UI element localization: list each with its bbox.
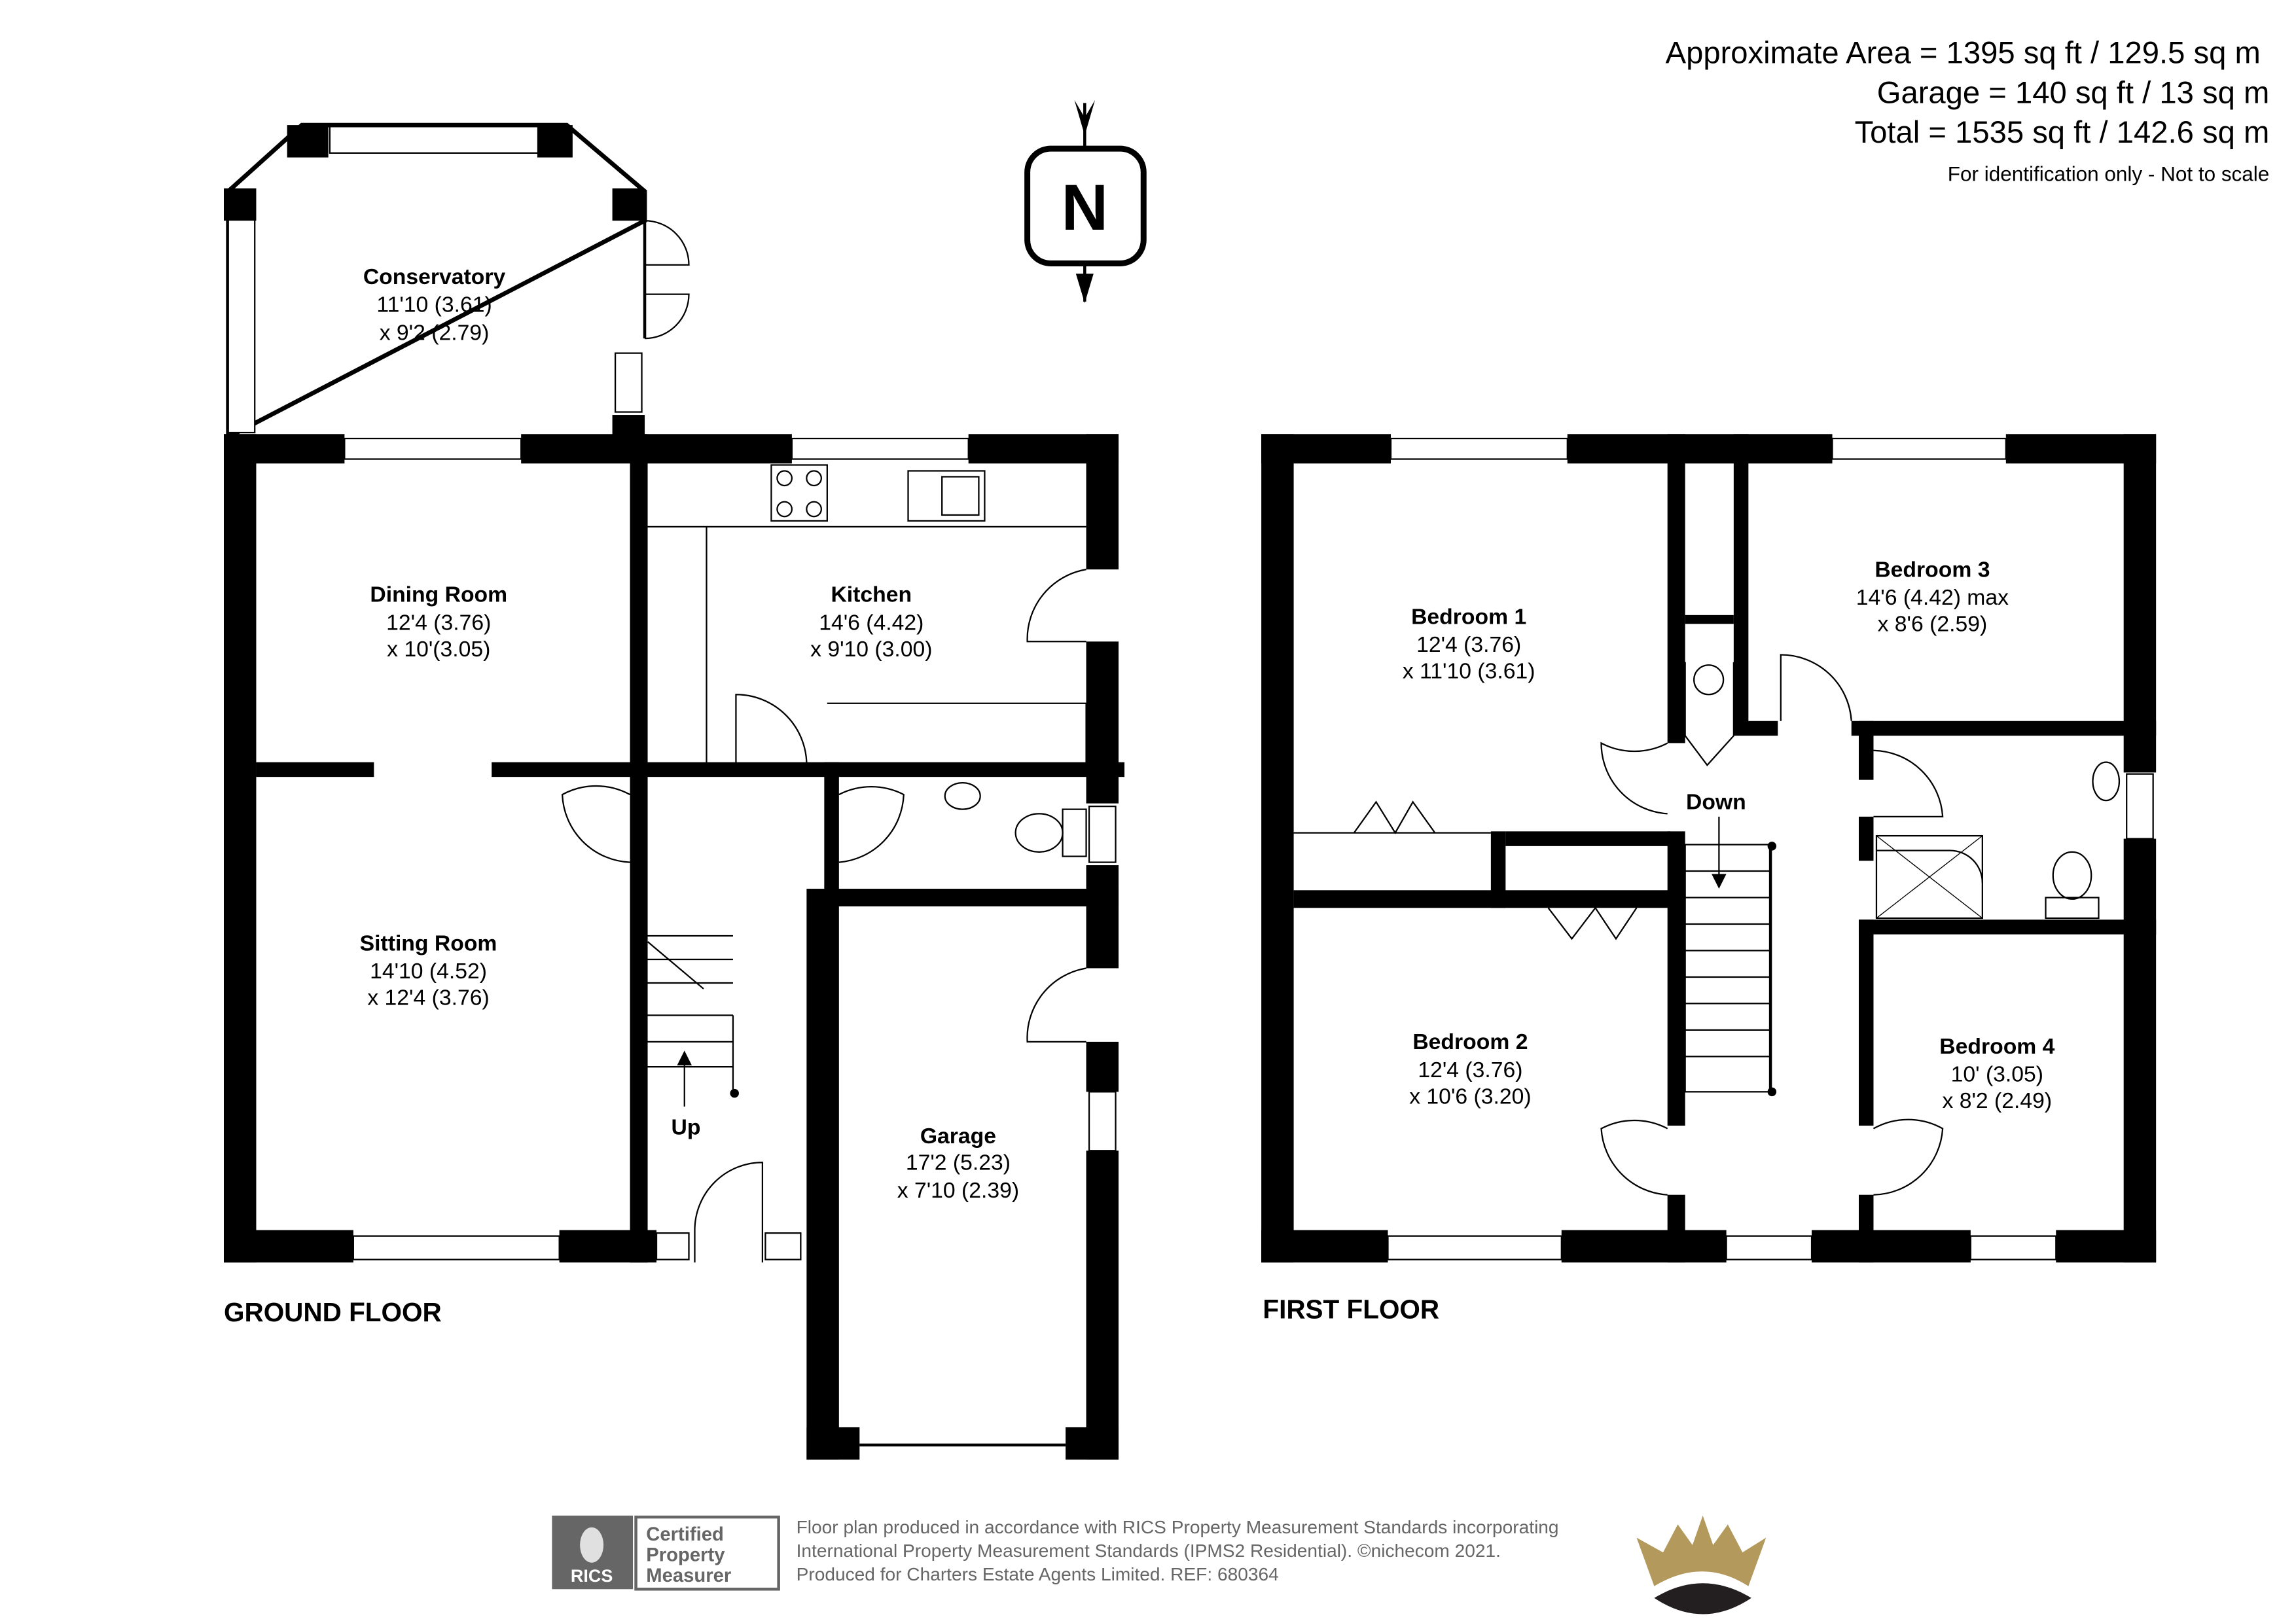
first-floor-title: FIRST FLOOR xyxy=(1263,1294,1439,1325)
room-dim: x 10'6 (3.20) xyxy=(1409,1084,1531,1109)
badge-line: Certified xyxy=(646,1524,724,1545)
footer-line-1: Floor plan produced in accordance with R… xyxy=(797,1517,1559,1537)
room-dim: x 9'10 (3.00) xyxy=(810,637,932,662)
area-summary: Approximate Area = 1395 sq ft / 129.5 sq… xyxy=(1666,36,2270,186)
footer-line-2: International Property Measurement Stand… xyxy=(797,1541,1501,1561)
garage-area: Garage = 140 sq ft / 13 sq m xyxy=(1877,75,2270,110)
room-name-bedroom-2: Bedroom 2 xyxy=(1412,1029,1528,1054)
rics-lion-icon xyxy=(580,1527,604,1563)
footer-line-3: Produced for Charters Estate Agents Limi… xyxy=(797,1564,1279,1584)
rics-logo-text: RICS xyxy=(571,1566,613,1586)
disclaimer: For identification only - Not to scale xyxy=(1948,163,2269,186)
stairs-up-icon xyxy=(645,935,739,1107)
crown-logo-icon xyxy=(1636,1515,1767,1614)
total-area: Total = 1535 sq ft / 142.6 sq m xyxy=(1855,115,2270,150)
stairs-down-label: Down xyxy=(1686,790,1746,815)
ground-floor-plan: Conservatory 11'10 (3.61) x 9'2 (2.79) D… xyxy=(223,122,1125,1460)
room-name-dining-room: Dining Room xyxy=(370,582,507,607)
room-dim: x 8'6 (2.59) xyxy=(1878,612,1988,637)
sink-icon xyxy=(907,470,986,522)
first-floor-plan: Bedroom 1 12'4 (3.76) x 11'10 (3.61) Bed… xyxy=(1261,434,2157,1325)
room-dim: x 8'2 (2.49) xyxy=(1943,1088,2053,1113)
compass-letter: N xyxy=(1062,171,1108,243)
conservatory-walls xyxy=(223,122,690,441)
room-dim: 14'6 (4.42) xyxy=(819,610,924,635)
room-name-garage: Garage xyxy=(920,1124,996,1149)
wc-fittings-icon xyxy=(944,782,1087,857)
room-name-conservatory: Conservatory xyxy=(363,264,506,289)
room-dim: 12'4 (3.76) xyxy=(386,610,491,635)
room-dim: x 12'4 (3.76) xyxy=(367,986,489,1010)
room-dim: 14'10 (4.52) xyxy=(370,959,487,984)
room-name-sitting-room: Sitting Room xyxy=(360,931,497,955)
room-dim: 10' (3.05) xyxy=(1951,1062,2043,1087)
approximate-area: Approximate Area = 1395 sq ft / 129.5 sq… xyxy=(1666,36,2261,71)
room-dim: 11'10 (3.61) xyxy=(376,293,492,317)
room-name-bedroom-4: Bedroom 4 xyxy=(1939,1034,2054,1059)
room-name-bedroom-3: Bedroom 3 xyxy=(1874,557,1990,582)
room-name-bedroom-1: Bedroom 1 xyxy=(1411,604,1526,629)
badge-line: Property xyxy=(646,1545,725,1566)
badge-line: Measurer xyxy=(646,1565,731,1586)
stairs-up-label: Up xyxy=(672,1115,701,1140)
room-dim: 12'4 (3.76) xyxy=(1418,1058,1522,1082)
room-dim: x 11'10 (3.61) xyxy=(1403,659,1535,684)
rics-badge: RICS Certified Property Measurer xyxy=(552,1515,780,1591)
room-dim: x 9'2 (2.79) xyxy=(380,320,490,345)
room-dim: 12'4 (3.76) xyxy=(1416,632,1521,657)
bathroom-fittings-icon xyxy=(1875,761,2121,919)
stairs-down-icon xyxy=(1684,816,1777,1097)
cylinder-cupboard-icon xyxy=(1684,662,1734,766)
room-dim: 17'2 (5.23) xyxy=(906,1150,1011,1175)
hob-icon xyxy=(770,464,828,522)
room-name-kitchen: Kitchen xyxy=(831,582,912,607)
room-dim: x 7'10 (2.39) xyxy=(897,1178,1019,1203)
room-dim: 14'6 (4.42) max xyxy=(1856,585,2009,610)
ground-floor-title: GROUND FLOOR xyxy=(224,1297,442,1327)
room-dim: x 10'(3.05) xyxy=(387,637,490,662)
